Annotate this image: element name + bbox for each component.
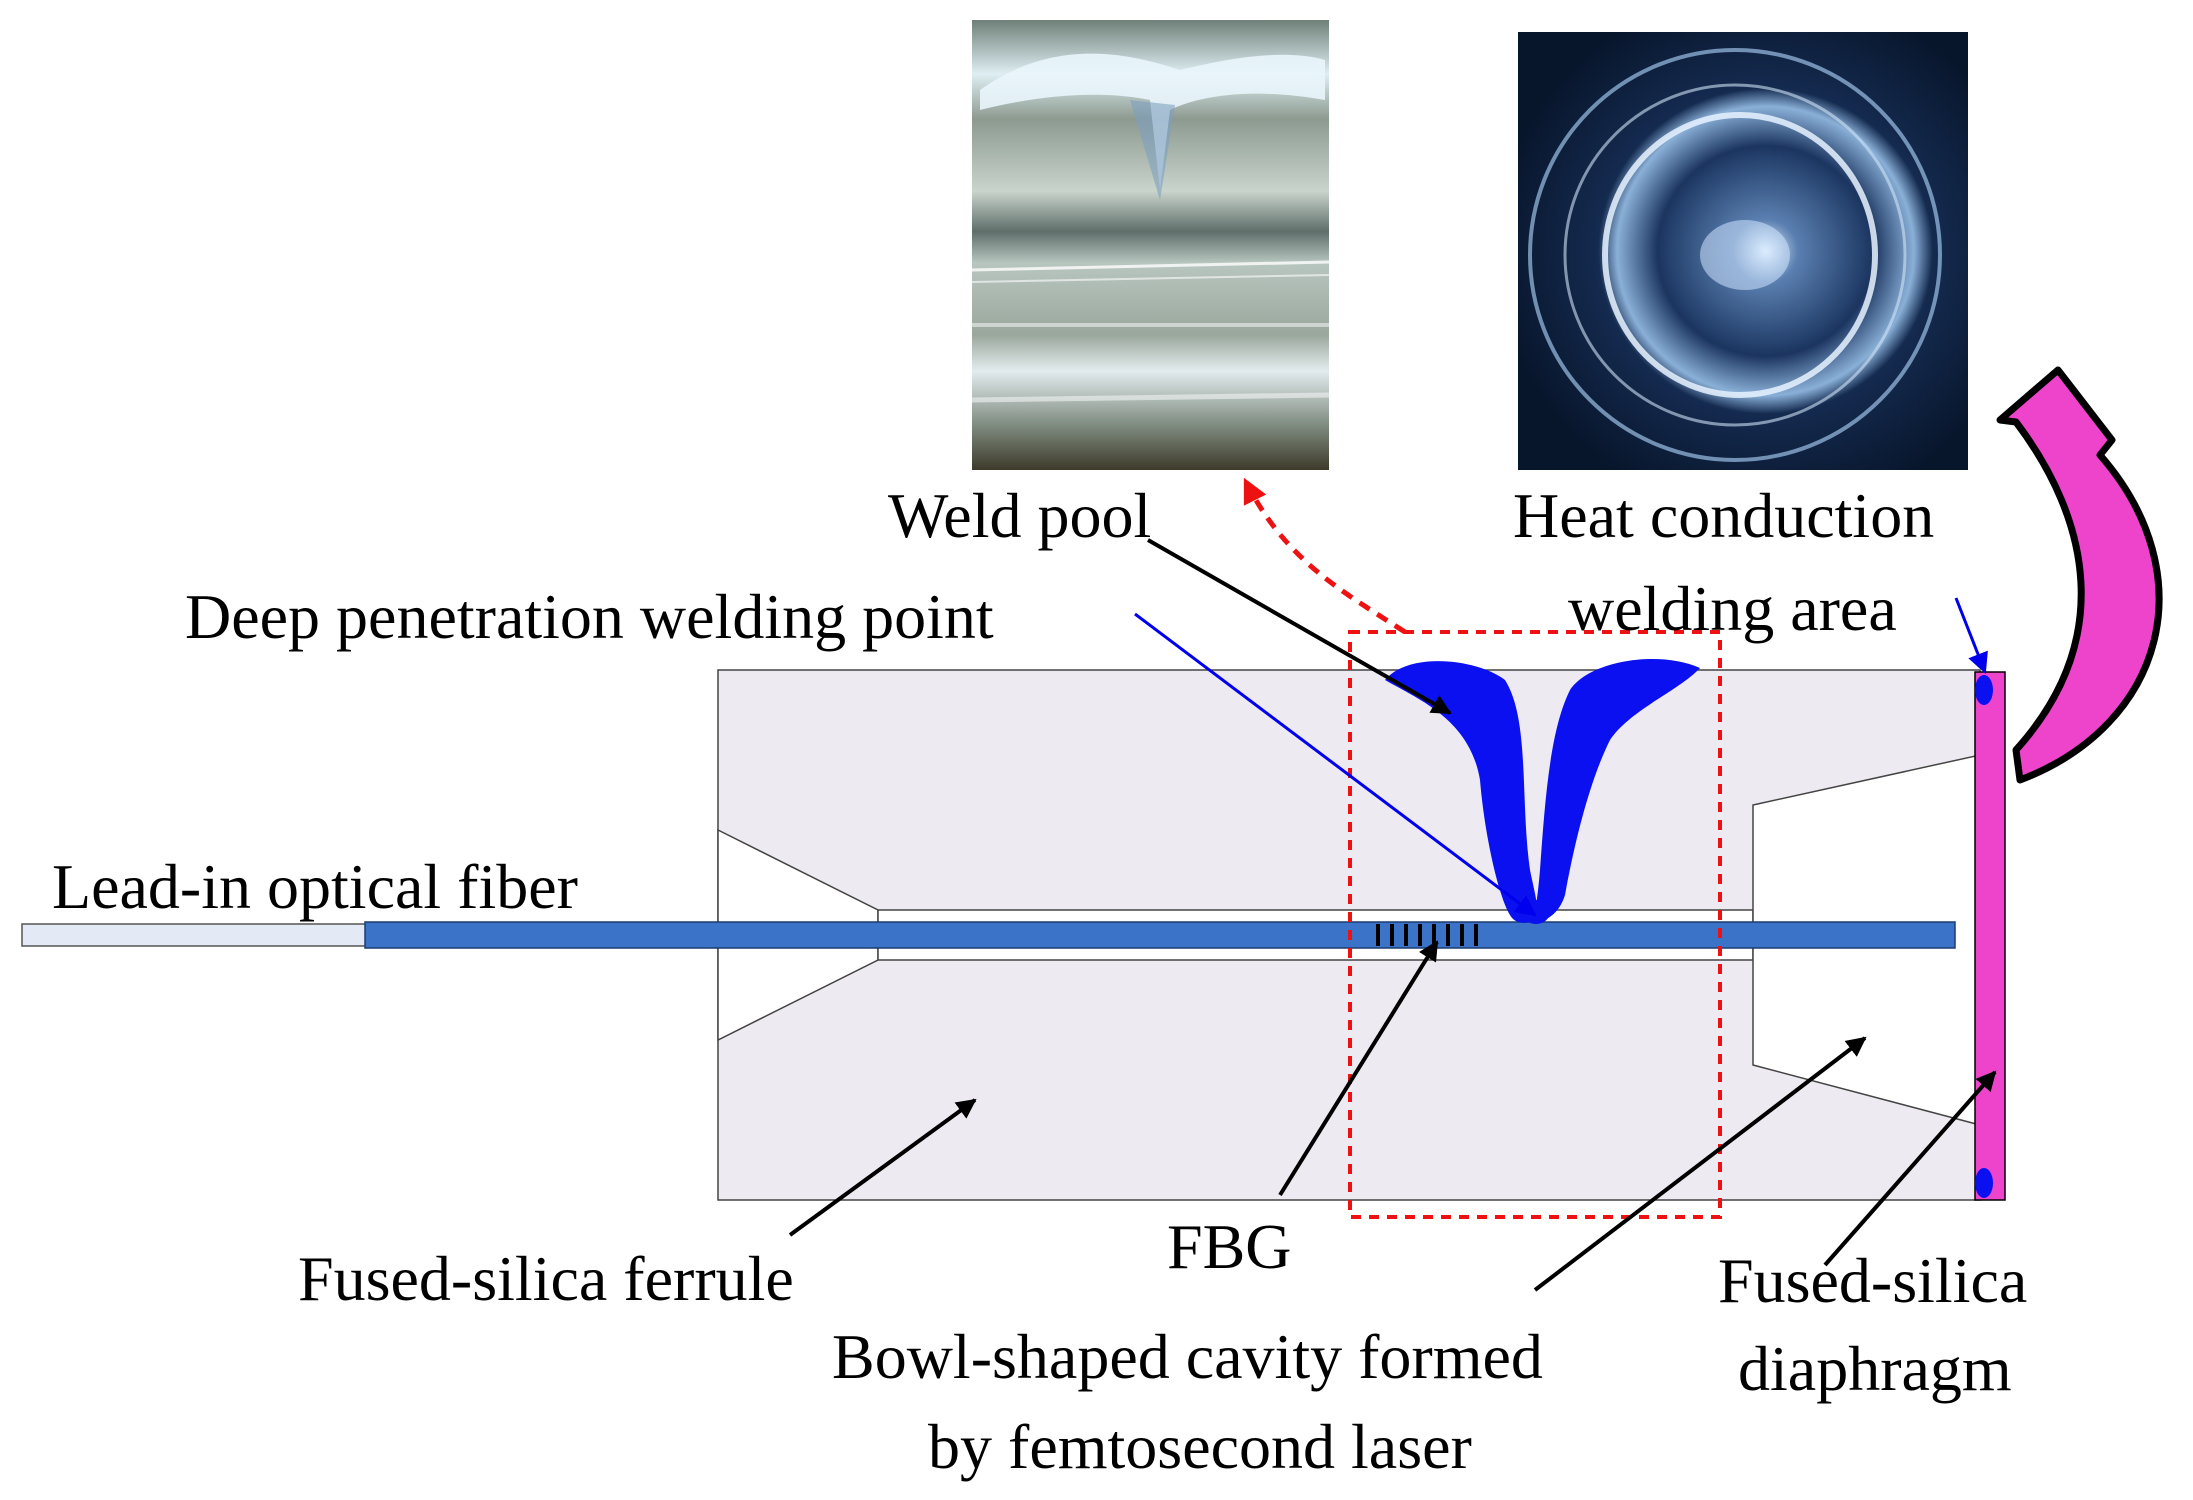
heat-conduction-micrograph <box>1518 32 1968 470</box>
fiber-core <box>364 921 1956 949</box>
weld-pool-shape <box>1385 661 1538 923</box>
weld-region-highlight <box>1348 630 1722 1219</box>
cavity-arrow <box>1533 1036 1867 1292</box>
fiber-buffer <box>21 923 368 947</box>
label-deep-penetration: Deep penetration welding point <box>185 581 994 652</box>
label-diaphragm-2: diaphragm <box>1738 1333 2012 1404</box>
weld-pool-arrow <box>1147 538 1452 715</box>
label-heat-conduction-1: Heat conduction <box>1513 480 1934 551</box>
label-diaphragm-1: Fused-silica <box>1718 1245 2027 1316</box>
label-weld-pool: Weld pool <box>888 480 1151 551</box>
weld-pool-shape-right <box>1535 659 1700 920</box>
label-cavity-1: Bowl-shaped cavity formed <box>832 1321 1543 1392</box>
diaphragm-arrow <box>1823 1070 1997 1267</box>
heat-conduction-arrow <box>1954 597 1988 674</box>
label-heat-conduction-2: welding area <box>1568 573 1897 644</box>
red-dashed-arrow <box>1242 477 1407 635</box>
label-fbg: FBG <box>1167 1211 1292 1282</box>
ferrule-arrow <box>788 1098 977 1237</box>
label-cavity-2: by femtosecond laser <box>928 1411 1472 1482</box>
curved-arrow-icon <box>1996 366 2163 784</box>
fbg-arrow <box>1278 940 1439 1197</box>
fused-silica-diaphragm <box>1974 671 2006 1201</box>
label-lead-in-fiber: Lead-in optical fiber <box>52 851 578 922</box>
weld-pool-micrograph <box>971 20 1330 470</box>
deep-penetration-arrow <box>1134 612 1537 917</box>
label-ferrule: Fused-silica ferrule <box>298 1243 794 1314</box>
